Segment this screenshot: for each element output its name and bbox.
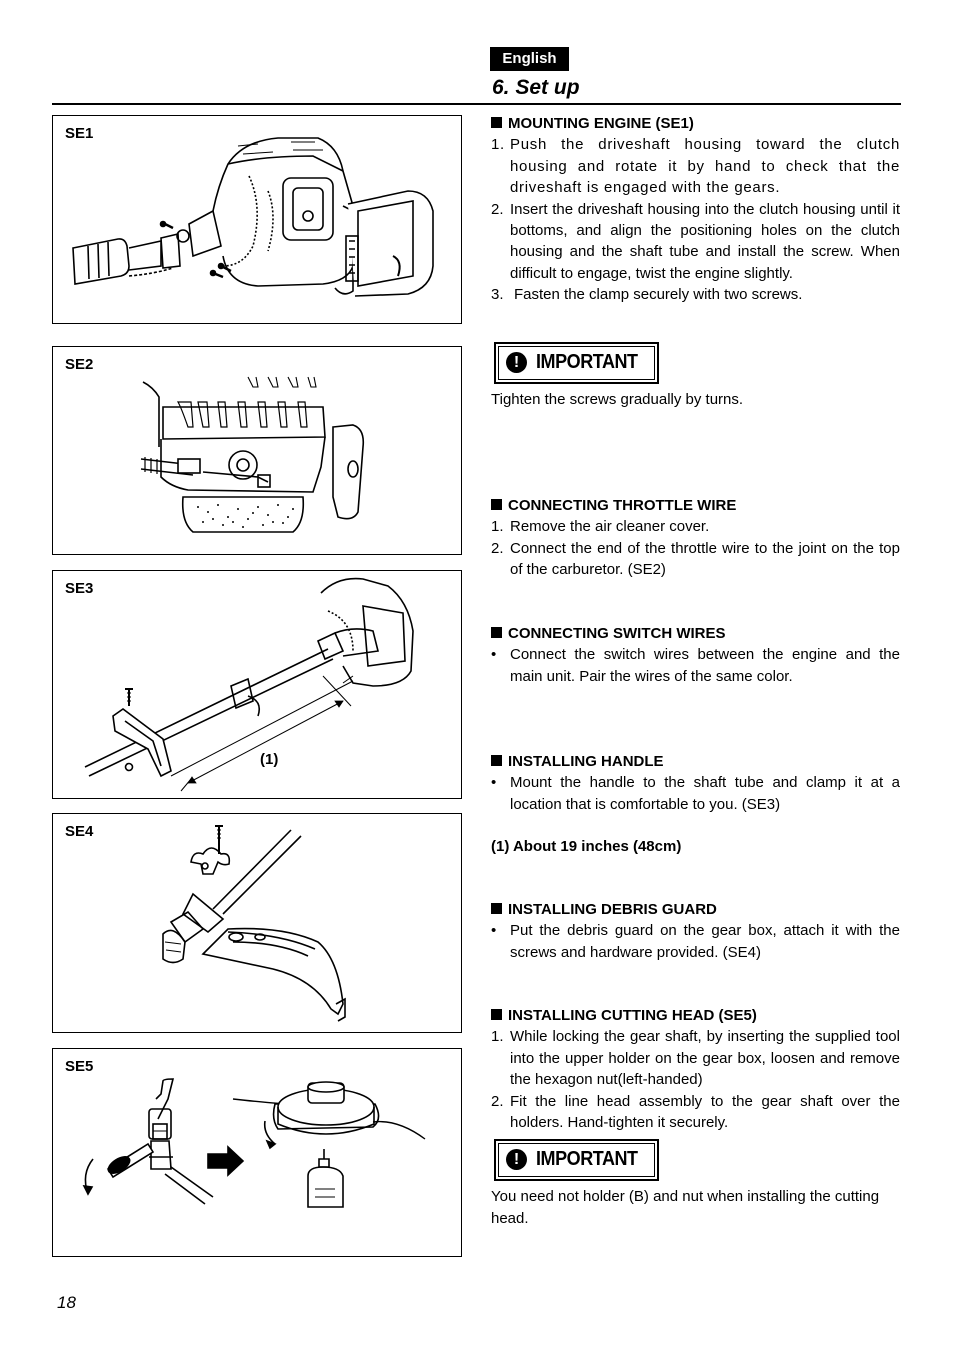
important-label: IMPORTANT [536,351,638,373]
cutting-head-section: INSTALLING CUTTING HEAD (SE5) 1.While lo… [491,1005,900,1133]
switch-wires-bullets: •Connect the switch wires between the en… [491,644,900,687]
section-title: 6. Set up [492,76,580,99]
section-heading: MOUNTING ENGINE (SE1) [491,113,900,134]
list-item: 2.Connect the end of the throttle wire t… [491,539,900,579]
handle-installation-illustration: (1) [84,577,414,792]
debris-guard-bullets: •Put the debris guard on the gear box, a… [491,920,900,963]
important-box: ! IMPORTANT [494,1139,659,1181]
switch-wires-section: CONNECTING SWITCH WIRES •Connect the swi… [491,623,900,687]
square-bullet-icon [491,755,502,766]
list-item: 3.Fasten the clamp securely with two scr… [491,286,803,304]
header-rule [52,103,901,105]
mounting-engine-steps: 1.Push the driveshaft housing toward the… [491,134,900,305]
debris-guard-section: INSTALLING DEBRIS GUARD •Put the debris … [491,899,900,963]
list-item: •Put the debris guard on the gear box, a… [491,922,900,961]
installing-handle-section: INSTALLING HANDLE •Mount the handle to t… [491,751,900,815]
square-bullet-icon [491,499,502,510]
exclamation-icon: ! [506,352,527,373]
handle-distance-note: (1) About 19 inches (48cm) [491,838,682,855]
section-heading: CONNECTING THROTTLE WIRE [491,495,900,516]
figure-label: SE2 [65,356,94,373]
important-note: You need not holder (B) and nut when ins… [491,1188,880,1227]
important-note: Tighten the screws gradually by turns. [491,391,744,408]
important-label: IMPORTANT [536,1148,638,1170]
square-bullet-icon [491,627,502,638]
square-bullet-icon [491,1009,502,1020]
mounting-engine-section: MOUNTING ENGINE (SE1) 1.Push the drivesh… [491,113,900,306]
page-number: 18 [57,1293,76,1312]
figure-label: SE1 [65,125,94,142]
throttle-wire-illustration [140,376,365,533]
exclamation-icon: ! [506,1149,527,1170]
section-heading: INSTALLING HANDLE [491,751,900,772]
figure-se5: SE5 [52,1048,462,1257]
square-bullet-icon [491,117,502,128]
figure-se4: SE4 [52,813,462,1033]
figure-label: SE3 [65,580,94,597]
list-item: •Mount the handle to the shaft tube and … [491,774,900,813]
list-item: 1.Push the driveshaft housing toward the… [491,136,900,197]
section-heading: CONNECTING SWITCH WIRES [491,623,900,644]
figure-se2: SE2 [52,346,462,555]
language-badge: English [490,47,569,71]
figure-se1: SE1 [52,115,462,324]
throttle-wire-steps: 1.Remove the air cleaner cover. 2.Connec… [491,516,900,580]
list-item: 2.Insert the driveshaft housing into the… [491,200,900,282]
important-box: ! IMPORTANT [494,342,659,384]
dimension-label: (1) [260,751,278,768]
list-item: •Connect the switch wires between the en… [491,646,900,685]
list-item: 1.While locking the gear shaft, by inser… [491,1028,900,1089]
cutting-head-illustration [82,1078,426,1208]
section-heading: INSTALLING CUTTING HEAD (SE5) [491,1005,900,1026]
installing-handle-bullets: •Mount the handle to the shaft tube and … [491,772,900,815]
section-heading: INSTALLING DEBRIS GUARD [491,899,900,920]
square-bullet-icon [491,903,502,914]
debris-guard-illustration [162,825,346,1022]
engine-mounting-illustration [72,137,434,297]
list-item: 2.Fit the line head assembly to the gear… [491,1092,900,1132]
figure-label: SE5 [65,1058,94,1075]
figure-label: SE4 [65,823,94,840]
cutting-head-steps: 1.While locking the gear shaft, by inser… [491,1026,900,1133]
throttle-wire-section: CONNECTING THROTTLE WIRE 1.Remove the ai… [491,495,900,581]
list-item: 1.Remove the air cleaner cover. [491,518,710,536]
figure-se3: SE3 (1) [52,570,462,799]
